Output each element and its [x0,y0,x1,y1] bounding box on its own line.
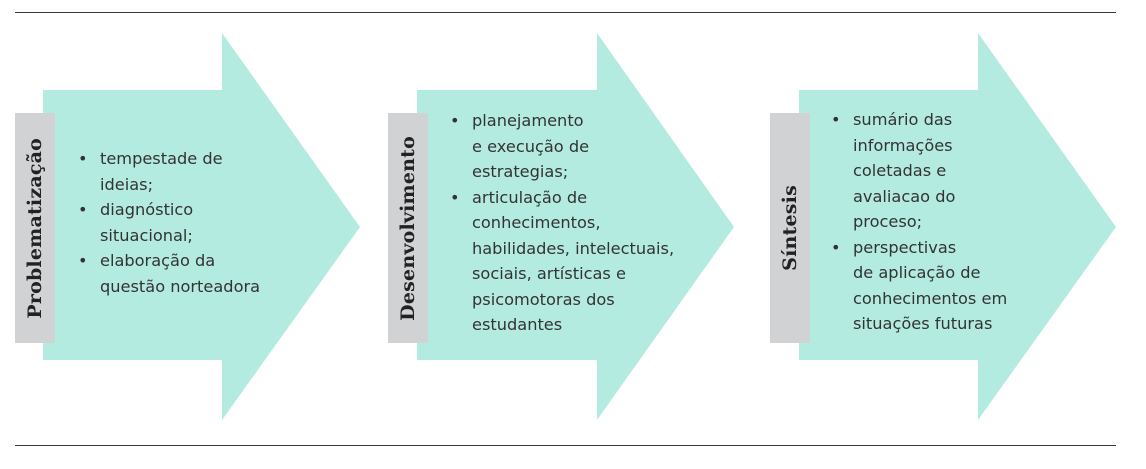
list-item: planejamento e execução de estrategias; [448,108,718,185]
step-list-problematizacao: tempestade de ideias; diagnóstico situac… [76,146,306,299]
step-list-sintesis: sumário das informações coletadas e aval… [829,107,1059,337]
list-item: elaboração da questão norteadora [76,248,306,299]
step-label-sintesis: Síntesis [779,185,801,271]
step-label-box-desenvolvimento: Desenvolvimento [388,113,428,343]
list-item: sumário das informações coletadas e aval… [829,107,1059,235]
step-list-desenvolvimento: planejamento e execução de estrategias; … [448,108,718,338]
list-item: articulação de conhecimentos, habilidade… [448,185,718,338]
step-label-box-sintesis: Síntesis [770,113,810,343]
list-item: perspectivas de aplicação de conheciment… [829,235,1059,337]
top-rule [15,12,1116,13]
list-item: diagnóstico situacional; [76,197,306,248]
bottom-rule [15,445,1116,446]
step-label-problematizacao: Problematização [24,137,46,319]
list-item: tempestade de ideias; [76,146,306,197]
step-label-desenvolvimento: Desenvolvimento [397,135,419,321]
step-label-box-problematizacao: Problematização [15,113,55,343]
